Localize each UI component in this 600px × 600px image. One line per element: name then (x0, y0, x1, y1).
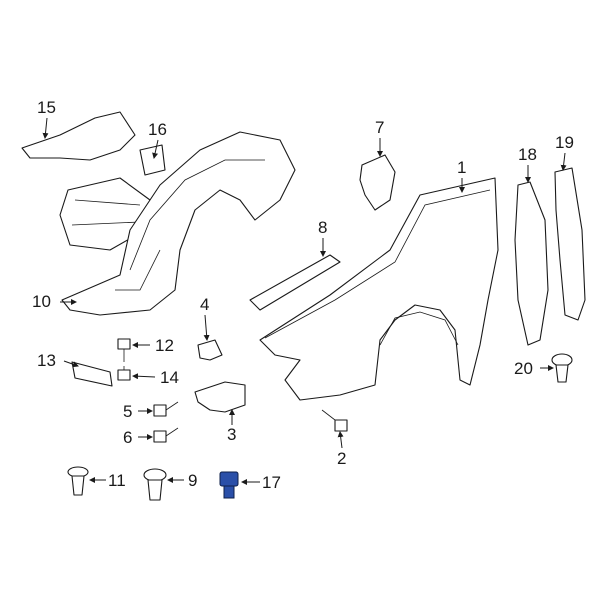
part-6-bolt[interactable] (153, 427, 179, 443)
part-13-bracket[interactable] (71, 361, 113, 387)
callout-16: 16 (148, 120, 167, 139)
part-8-seal[interactable] (249, 254, 341, 311)
part-3-bracket[interactable] (194, 381, 246, 413)
part-4-bracket[interactable] (197, 339, 223, 361)
callout-8: 8 (318, 218, 328, 237)
part-20-clip[interactable] (551, 353, 573, 383)
callout-7: 7 (375, 118, 385, 137)
callout-2: 2 (337, 449, 347, 468)
callout-20: 20 (514, 359, 533, 378)
part-2-bolt[interactable] (321, 409, 348, 432)
callout-18: 18 (518, 145, 537, 164)
callout-15: 15 (37, 98, 56, 117)
part-18-insulator[interactable] (514, 181, 549, 346)
part-1-fender[interactable] (259, 177, 499, 401)
callout-5: 5 (123, 402, 133, 421)
callout-17: 17 (262, 473, 281, 492)
part-17-bolt-highlighted[interactable] (219, 471, 239, 499)
callout-19: 19 (555, 133, 574, 152)
callout-4: 4 (200, 295, 210, 314)
callout-1: 1 (457, 158, 467, 177)
callout-3: 3 (227, 425, 237, 444)
callout-10: 10 (32, 292, 51, 311)
callout-13: 13 (37, 351, 56, 370)
leader-lines (42, 117, 567, 485)
part-12-bolt[interactable] (117, 338, 131, 362)
part-14-bolt[interactable] (117, 366, 131, 381)
callout-9: 9 (188, 471, 198, 490)
callout-14: 14 (160, 368, 179, 387)
callout-12: 12 (155, 336, 174, 355)
part-15-splash-shield[interactable] (21, 111, 151, 251)
callout-6: 6 (123, 428, 133, 447)
part-7-bracket[interactable] (359, 154, 396, 211)
part-10-fender-liner[interactable] (61, 131, 296, 316)
callout-11: 11 (108, 471, 126, 490)
part-5-bolt[interactable] (153, 401, 179, 417)
part-19-bracket[interactable] (554, 167, 586, 321)
part-9-clip[interactable] (143, 468, 167, 501)
part-11-clip[interactable] (67, 466, 89, 496)
